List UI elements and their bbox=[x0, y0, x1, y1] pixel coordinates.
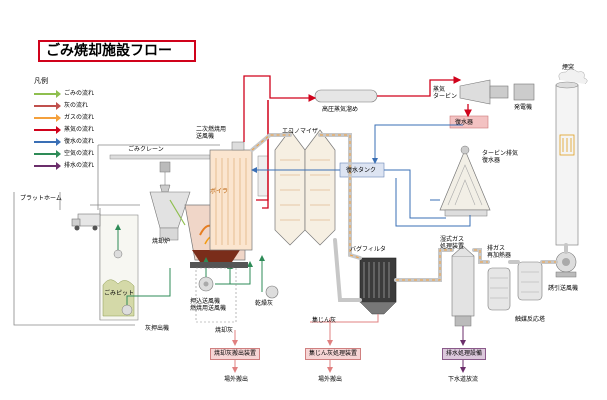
fly-ash-box: 集じん灰処理装置 bbox=[305, 348, 362, 360]
small-fan-left bbox=[113, 249, 123, 259]
air-cooled-condenser bbox=[439, 145, 491, 217]
label-incinerator: 焼却炉 bbox=[152, 238, 171, 245]
label-induced-fan: 誘引送風機 bbox=[548, 285, 579, 292]
legend-label: 灰の流れ bbox=[64, 102, 89, 109]
gomi-crane bbox=[109, 154, 211, 193]
label-secondary-air: 二次燃焼用 送風機 bbox=[196, 126, 227, 140]
legend-item-gas: ガスの流れ bbox=[30, 112, 108, 124]
legend-title: 凡例 bbox=[34, 77, 48, 85]
generator bbox=[513, 83, 535, 101]
economizer-tower-1 bbox=[274, 129, 306, 246]
legend-item-ash: 灰の流れ bbox=[30, 100, 108, 112]
legend-item-wastewater: 排水の流れ bbox=[30, 160, 108, 172]
label-outside-2: 場外搬出 bbox=[318, 376, 343, 383]
page-title: ごみ焼却施設フロー bbox=[38, 40, 196, 62]
legend-swatch bbox=[34, 138, 61, 146]
label-ash-conveyor: 焼却灰 bbox=[215, 327, 234, 334]
label-ash-extruder: 灰押出機 bbox=[145, 325, 170, 332]
legend-label: 排水の流れ bbox=[64, 162, 95, 169]
label-bag-filter: バグフィルタ bbox=[350, 246, 386, 253]
catalyst-tower bbox=[517, 261, 543, 301]
label-catalyst: 触媒反応塔 bbox=[515, 316, 546, 323]
legend-swatch bbox=[34, 162, 61, 170]
wastewater-box: 排水処理設備 bbox=[442, 348, 487, 360]
legend-item-gomi: ごみの流れ bbox=[30, 88, 108, 100]
legend-label: 復水の流れ bbox=[64, 138, 95, 145]
label-dryer-ash: 乾燥灰 bbox=[255, 300, 274, 307]
label-outside-1: 場外搬出 bbox=[224, 376, 249, 383]
bag-filter bbox=[359, 257, 397, 315]
label-chimney: 煙突 bbox=[562, 64, 575, 71]
label-platform: プラットホーム bbox=[20, 195, 62, 202]
label-economizer: エコノマイザ bbox=[282, 128, 319, 135]
label-forced-draft-fan: 押込送風機 燃焼用送風機 bbox=[190, 298, 227, 312]
wet-scrubber bbox=[451, 245, 475, 327]
legend-item-steam: 蒸気の流れ bbox=[30, 124, 108, 136]
boiler bbox=[209, 141, 269, 251]
legend-swatch bbox=[34, 150, 61, 158]
gas-flow-dash bbox=[251, 134, 556, 281]
ash-flow bbox=[232, 314, 379, 373]
feed-hopper bbox=[149, 191, 191, 241]
label-turbine: 蒸気 タービン bbox=[433, 86, 458, 100]
legend-swatch bbox=[34, 126, 61, 134]
legend: ごみの流れ 灰の流れ ガスの流れ 蒸気の流れ 復水の流れ 空気の流れ 排水の流れ bbox=[30, 88, 108, 172]
label-boiler: ボイラ bbox=[210, 188, 229, 195]
high-pressure-header bbox=[314, 89, 378, 103]
label-air-condenser: タービン排気 復水器 bbox=[482, 150, 519, 164]
label-gas-reheater: 排ガス 再加熱器 bbox=[487, 245, 512, 259]
legend-swatch bbox=[34, 90, 61, 98]
gomi-flow bbox=[169, 199, 186, 226]
legend-item-air: 空気の流れ bbox=[30, 148, 108, 160]
garbage-truck bbox=[71, 213, 101, 231]
bottom-ash-box: 焼却灰搬出装置 bbox=[210, 348, 261, 360]
legend-label: ごみの流れ bbox=[64, 90, 95, 97]
gomi-pit bbox=[99, 214, 139, 321]
label-wet-scrubber: 湿式ガス 処理装置 bbox=[440, 236, 465, 250]
steam-turbine bbox=[459, 79, 509, 105]
legend-swatch bbox=[34, 114, 61, 122]
label-fly-ash: 集じん灰 bbox=[312, 317, 337, 324]
chimney bbox=[555, 68, 588, 246]
legend-label: ガスの流れ bbox=[64, 114, 95, 121]
label-high-pressure-header: 高圧蒸気溜め bbox=[322, 106, 359, 113]
forced-draft-fan bbox=[198, 276, 214, 292]
induced-fan bbox=[555, 251, 577, 278]
label-condenser-hot: 復水器 bbox=[455, 119, 474, 126]
ash-extruder-fan bbox=[265, 285, 279, 299]
legend-swatch bbox=[34, 102, 61, 110]
legend-item-condensate: 復水の流れ bbox=[30, 136, 108, 148]
economizer-tower-2 bbox=[304, 129, 336, 246]
label-condensate-tank: 復水タンク bbox=[346, 167, 377, 174]
legend-label: 空気の流れ bbox=[64, 150, 95, 157]
condensate-flow bbox=[251, 124, 471, 227]
label-gomi-crane: ごみクレーン bbox=[128, 146, 164, 153]
label-generator: 発電機 bbox=[514, 104, 533, 111]
bottom-ash-conveyor bbox=[190, 262, 248, 323]
gas-reheater bbox=[487, 267, 511, 311]
label-sewer: 下水道放流 bbox=[448, 376, 479, 383]
legend-label: 蒸気の流れ bbox=[64, 126, 95, 133]
label-gomi-pit: ごみピット bbox=[104, 290, 135, 297]
pit-exhaust-fan bbox=[121, 304, 133, 316]
